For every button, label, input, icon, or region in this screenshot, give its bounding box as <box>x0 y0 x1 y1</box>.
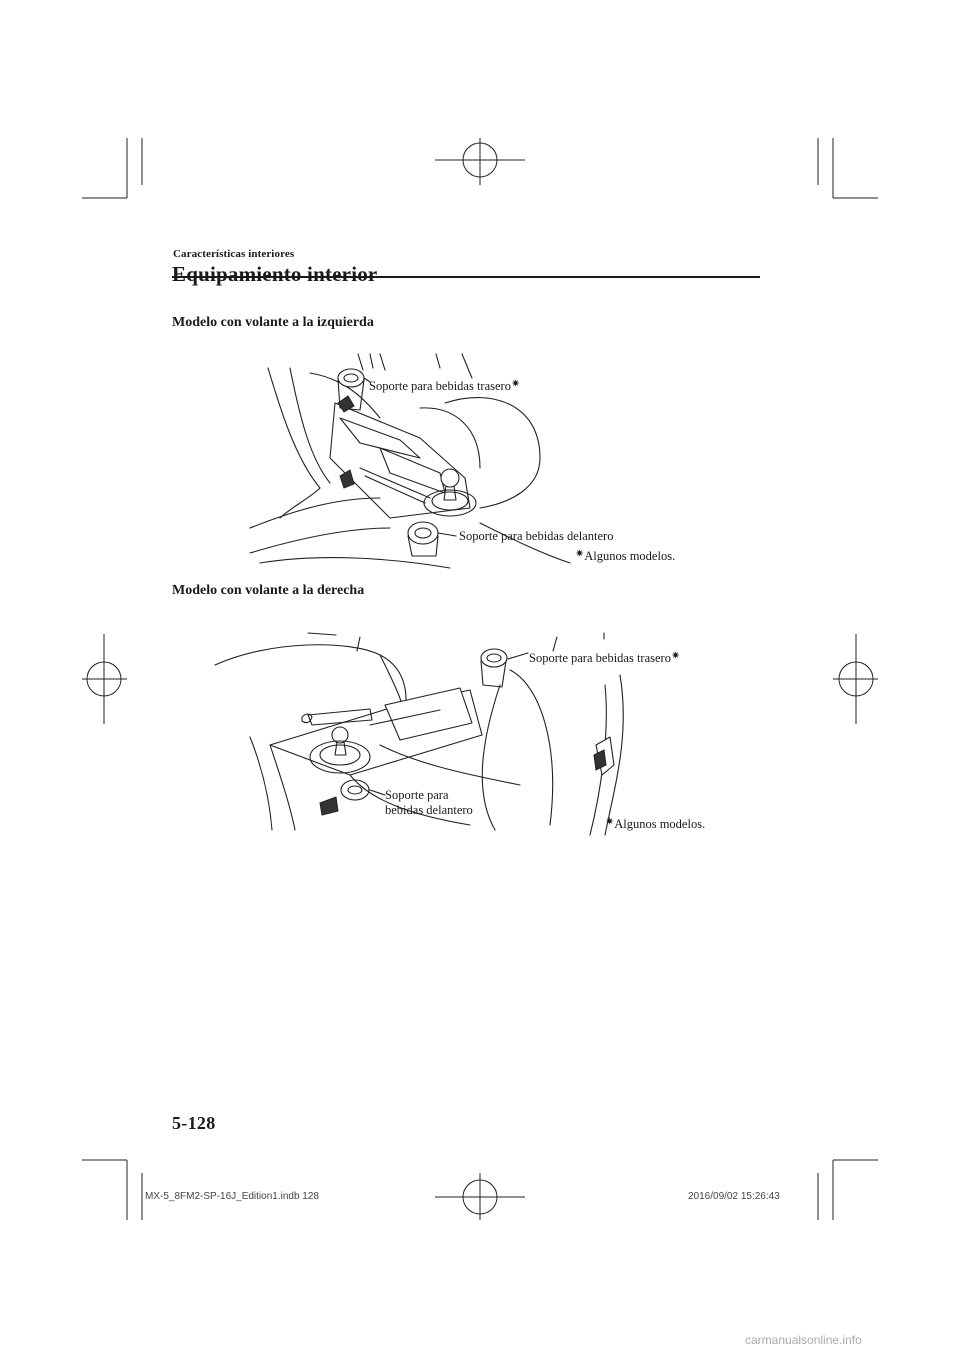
note-some-models-lhd: Algunos modelos. <box>584 549 676 563</box>
registration-mark-icon <box>833 634 878 724</box>
footer-filename: MX-5_8FM2-SP-16J_Edition1.indb 128 <box>145 1191 319 1202</box>
section-label: Características interiores <box>173 248 295 260</box>
illustration-lhd-console <box>249 353 571 569</box>
illustration-rhd-console <box>214 632 624 836</box>
title-divider <box>172 276 760 278</box>
callout-front-cupholder-rhd-line2: bebidas delantero <box>385 803 473 817</box>
registration-mark-icon <box>435 1173 525 1220</box>
page-title: Equipamiento interior <box>172 262 378 286</box>
note-some-models-rhd: Algunos modelos. <box>614 817 706 831</box>
footer-timestamp: 2016/09/02 15:26:43 <box>688 1191 780 1202</box>
page-number: 5-128 <box>172 1113 216 1133</box>
callout-front-cupholder-lhd: Soporte para bebidas delantero <box>459 529 614 543</box>
callout-front-cupholder-rhd-line1: Soporte para <box>385 788 449 802</box>
registration-mark-icon <box>435 138 525 185</box>
callout-rear-cupholder-rhd: Soporte para bebidas trasero <box>529 651 671 665</box>
asterisk-icon: ✷ <box>575 548 585 560</box>
asterisk-icon: ✷ <box>605 816 615 828</box>
watermark: carmanualsonline.info <box>745 1333 862 1347</box>
asterisk-icon: ✷ <box>670 650 681 662</box>
figure-heading-rhd: Modelo con volante a la derecha <box>172 583 365 598</box>
figure-heading-lhd: Modelo con volante a la izquierda <box>172 315 374 330</box>
callout-rear-cupholder-lhd: Soporte para bebidas trasero <box>369 379 511 393</box>
registration-mark-icon <box>82 634 127 724</box>
asterisk-icon: ✷ <box>510 378 521 390</box>
